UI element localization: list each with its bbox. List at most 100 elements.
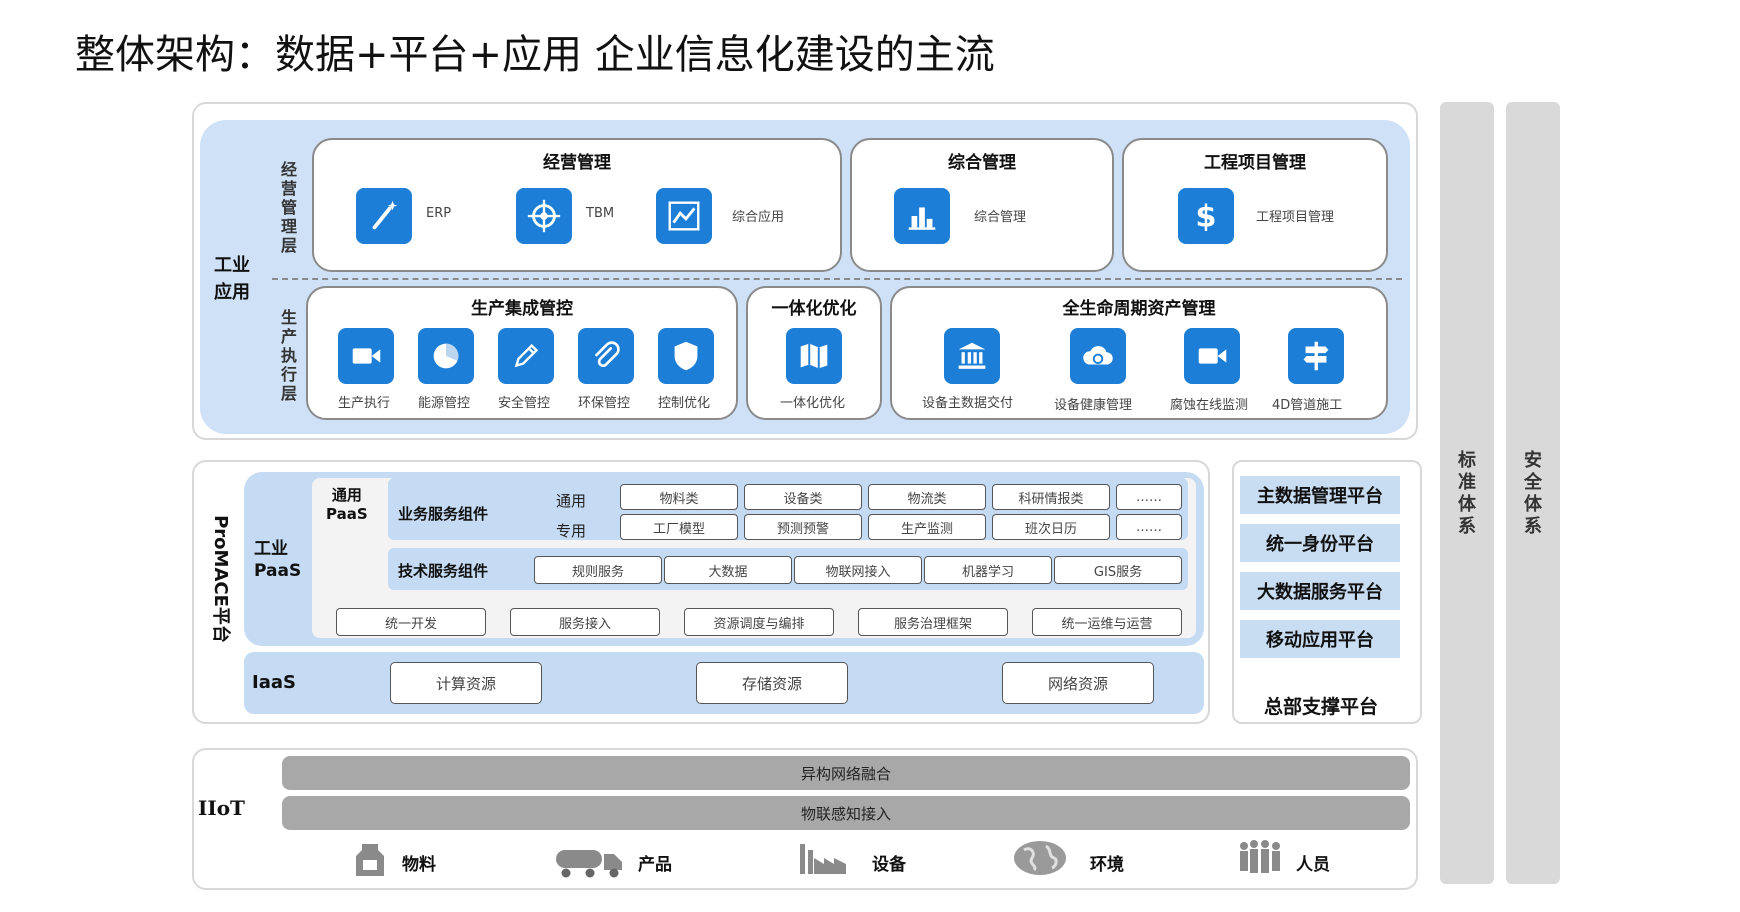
item-label: 综合应用	[732, 210, 785, 225]
people-icon	[1240, 840, 1280, 873]
card-title: 生产集成管控	[471, 299, 573, 319]
magic-wand-icon[interactable]	[356, 188, 412, 244]
special-component-pill[interactable]: ……	[1116, 514, 1182, 540]
page-title: 整体架构：数据+平台+应用 企业信息化建设的主流	[75, 32, 995, 78]
special-component-pill[interactable]: 班次日历	[992, 514, 1110, 540]
iiot-item-label: 物料	[402, 855, 436, 875]
tech-component-pill[interactable]: 大数据	[664, 556, 792, 584]
special-component-pill[interactable]: 生产监测	[868, 514, 986, 540]
map-icon[interactable]	[786, 328, 842, 384]
paperclip-icon[interactable]	[578, 328, 634, 384]
tech-components-label: 技术服务组件	[398, 562, 489, 580]
item-label: 生产执行	[338, 396, 391, 411]
standards-label: 标准体系	[1458, 450, 1476, 537]
item-label: 综合管理	[974, 210, 1027, 225]
special-component-pill[interactable]: 工厂模型	[620, 514, 738, 540]
row-general-label: 通用	[556, 492, 587, 510]
line-chart-icon[interactable]	[656, 188, 712, 244]
item-label: 一体化优化	[780, 396, 846, 411]
iiot-item-label: 人员	[1296, 855, 1330, 875]
security-column	[1506, 102, 1560, 884]
exec-layer-label: 生产执行层	[280, 308, 297, 403]
tech-component-pill[interactable]: 物联网接入	[794, 556, 922, 584]
iot-access-bar: 物联感知接入	[282, 796, 1410, 830]
item-label: 安全管控	[498, 396, 551, 411]
card-title: 经营管理	[543, 153, 611, 173]
card-title: 工程项目管理	[1204, 153, 1306, 173]
hq-platform-item[interactable]: 移动应用平台	[1240, 620, 1400, 658]
general-component-pill[interactable]: 设备类	[744, 484, 862, 510]
item-label: 工程项目管理	[1256, 210, 1335, 225]
video-camera-icon[interactable]	[338, 328, 394, 384]
network-fusion-bar: 异构网络融合	[282, 756, 1410, 790]
item-label: 设备健康管理	[1054, 398, 1133, 413]
card-title: 综合管理	[948, 153, 1016, 173]
item-label: ERP	[426, 206, 452, 221]
platform-vertical-label: ProMACE平台	[210, 515, 231, 643]
hq-platform-item[interactable]: 统一身份平台	[1240, 524, 1400, 562]
mgmt-layer-label: 经营管理层	[280, 160, 297, 255]
iiot-label: IIoT	[198, 796, 245, 820]
hq-platform-item[interactable]: 主数据管理平台	[1240, 476, 1400, 514]
pencil-icon[interactable]	[498, 328, 554, 384]
material-icon	[356, 844, 384, 876]
card-business-management: 经营管理 ERP TBM 综合应用	[312, 138, 842, 272]
card-lifecycle-asset-management: 全生命周期资产管理 设备主数据交付 设备健康管理 腐蚀在线监测 4D管道施工	[890, 286, 1388, 420]
card-project-management: 工程项目管理 $ 工程项目管理	[1122, 138, 1388, 272]
general-component-pill[interactable]: 科研情报类	[992, 484, 1110, 510]
general-component-pill[interactable]: 物料类	[620, 484, 738, 510]
base-service-pill[interactable]: 统一开发	[336, 608, 486, 636]
biz-components-label: 业务服务组件	[398, 505, 489, 523]
item-label: 腐蚀在线监测	[1170, 398, 1249, 413]
standards-column	[1440, 102, 1494, 884]
general-component-pill[interactable]: 物流类	[868, 484, 986, 510]
iiot-item-label: 环境	[1090, 855, 1124, 875]
base-service-pill[interactable]: 统一运维与运营	[1032, 608, 1182, 636]
target-icon[interactable]	[516, 188, 572, 244]
hq-support-label: 总部支撑平台	[1264, 696, 1379, 718]
item-label: 控制优化	[658, 396, 711, 411]
tech-component-pill[interactable]: 规则服务	[534, 556, 662, 584]
app-layer-label: 工业 应用	[214, 255, 250, 303]
pie-chart-icon[interactable]	[418, 328, 474, 384]
item-label: 能源管控	[418, 396, 471, 411]
layer-divider	[272, 278, 1402, 280]
item-label: 4D管道施工	[1272, 398, 1343, 413]
base-service-pill[interactable]: 资源调度与编排	[684, 608, 834, 636]
bar-chart-icon[interactable]	[894, 188, 950, 244]
cloud-sync-icon[interactable]	[1070, 328, 1126, 384]
hq-platform-item[interactable]: 大数据服务平台	[1240, 572, 1400, 610]
video-camera-icon[interactable]	[1184, 328, 1240, 384]
base-service-pill[interactable]: 服务接入	[510, 608, 660, 636]
card-production-control: 生产集成管控 生产执行 能源管控 安全管控 环保管控 控制优化	[306, 286, 738, 420]
globe-icon	[1014, 841, 1066, 875]
iaas-resource[interactable]: 存储资源	[696, 662, 848, 704]
security-label: 安全体系	[1524, 450, 1542, 537]
general-component-pill[interactable]: ……	[1116, 484, 1182, 510]
iiot-item-label: 产品	[638, 855, 672, 875]
card-general-management: 综合管理 综合管理	[850, 138, 1114, 272]
industrial-paas-label: 工业 PaaS	[254, 539, 302, 581]
special-component-pill[interactable]: 预测预警	[744, 514, 862, 540]
item-label: 环保管控	[578, 396, 631, 411]
tanker-truck-icon	[556, 850, 622, 878]
general-paas-label: 通用 PaaS	[326, 486, 368, 523]
card-title: 一体化优化	[771, 299, 857, 319]
base-service-pill[interactable]: 服务治理框架	[858, 608, 1008, 636]
signpost-icon[interactable]	[1288, 328, 1344, 384]
tech-component-pill[interactable]: GIS服务	[1054, 556, 1182, 584]
factory-icon	[800, 844, 846, 874]
iaas-label: IaaS	[252, 672, 296, 693]
iaas-resource[interactable]: 计算资源	[390, 662, 542, 704]
iaas-resource[interactable]: 网络资源	[1002, 662, 1154, 704]
iiot-item-label: 设备	[872, 855, 906, 875]
bank-icon[interactable]	[944, 328, 1000, 384]
row-special-label: 专用	[556, 522, 587, 540]
dollar-icon[interactable]: $	[1178, 188, 1234, 244]
card-title: 全生命周期资产管理	[1062, 299, 1216, 319]
svg-text:$: $	[1195, 199, 1216, 234]
item-label: 设备主数据交付	[922, 396, 1014, 411]
shield-icon[interactable]	[658, 328, 714, 384]
tech-component-pill[interactable]: 机器学习	[924, 556, 1052, 584]
item-label: TBM	[586, 206, 615, 221]
